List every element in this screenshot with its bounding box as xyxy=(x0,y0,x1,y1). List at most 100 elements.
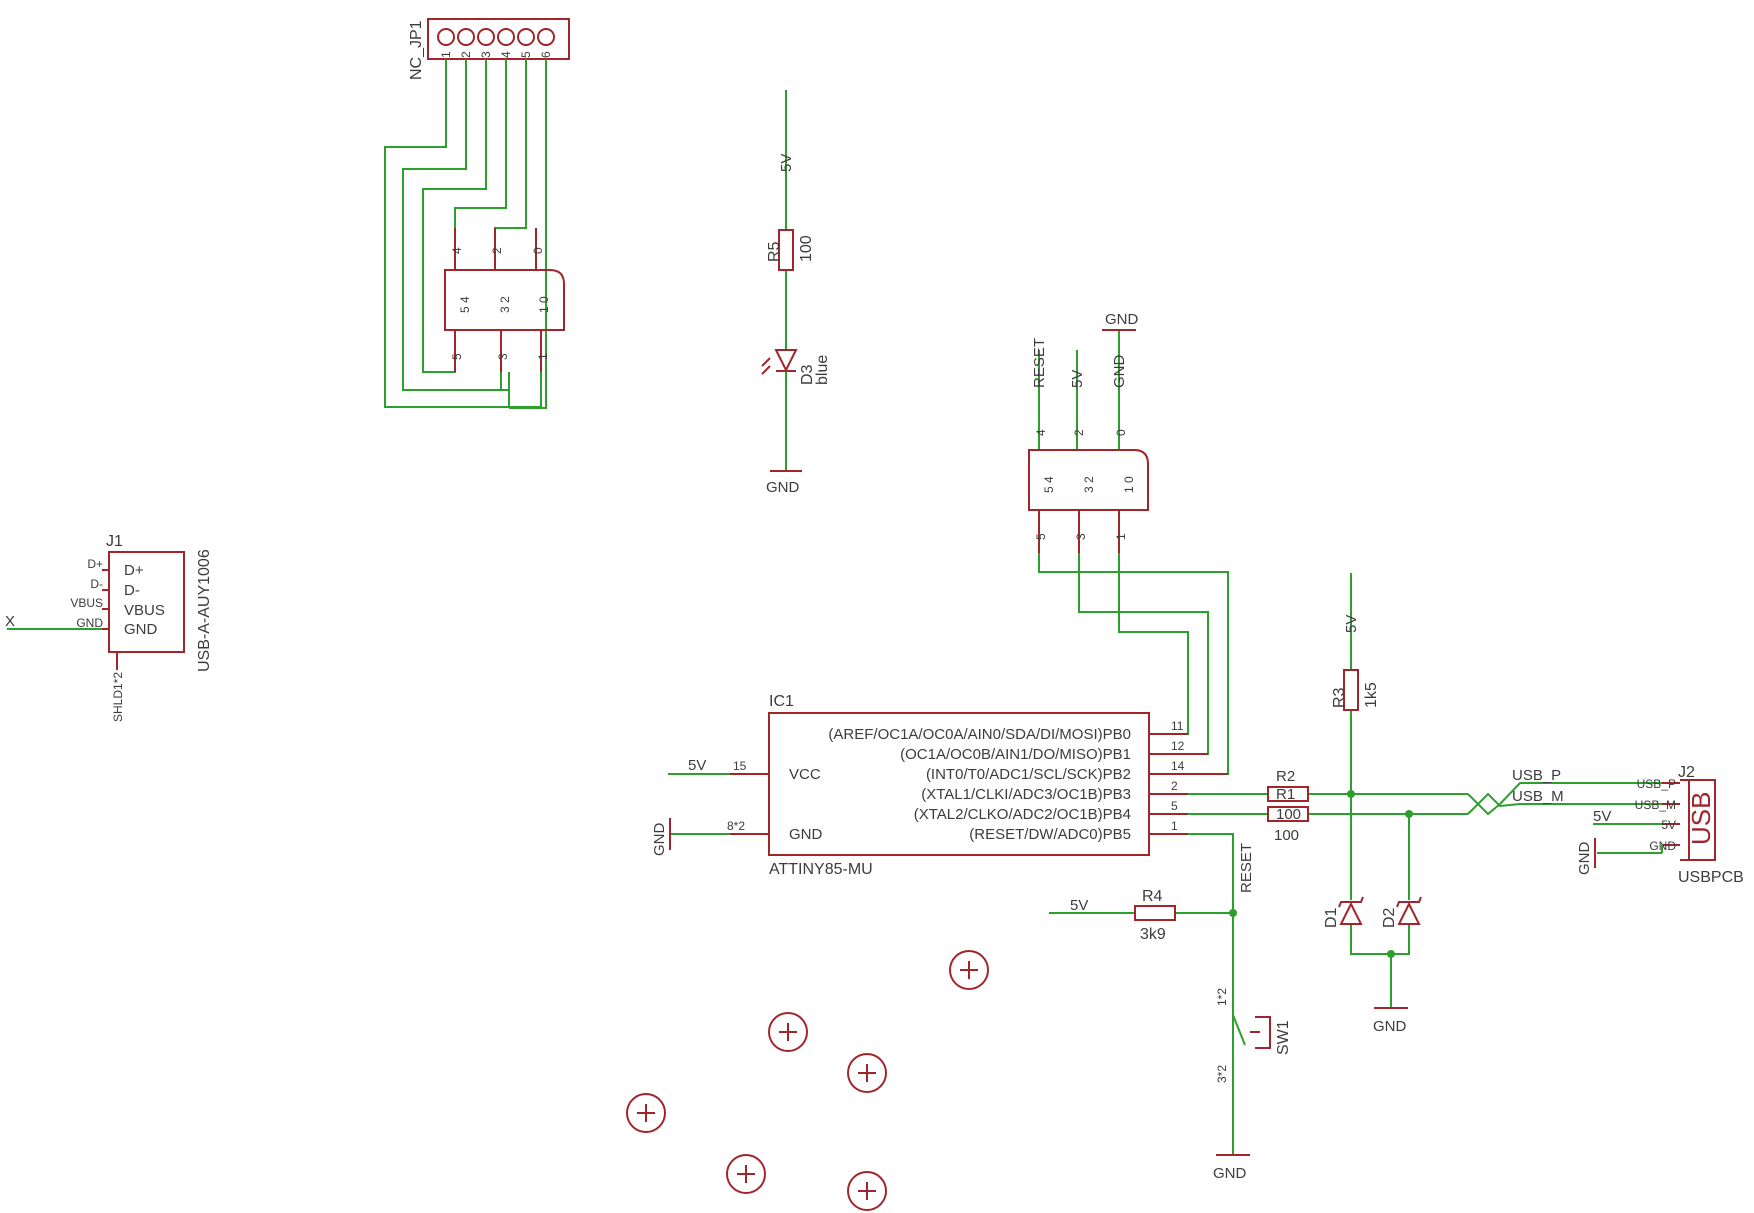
net-gnd-d3: GND xyxy=(766,479,800,496)
net-5v-r4: 5V xyxy=(1070,897,1088,914)
ic1-pb0: (AREF/OC1A/OC0A/AIN0/SDA/DI/MOSI)PB0 xyxy=(828,726,1131,743)
ic1-gnd: GND xyxy=(789,826,823,843)
mounting-hole[interactable] xyxy=(847,1171,887,1211)
ic1-pin-12: 12 xyxy=(1171,739,1185,753)
mounting-hole[interactable] xyxy=(768,1012,808,1052)
c2-bot-3: 3 xyxy=(1074,533,1088,540)
net-reset-pb5: RESET xyxy=(1238,843,1255,893)
connector-2[interactable]: 4 2 0 5 4 3 2 1 0 5 3 1 xyxy=(1028,429,1149,553)
j2-pin-5v: 5V xyxy=(1661,818,1676,832)
c2-face-54: 5 4 xyxy=(1042,476,1056,493)
resistor-r2[interactable]: R2 R1 xyxy=(1267,768,1309,803)
j2-part: USBPCB xyxy=(1678,869,1744,886)
ic1-name: IC1 xyxy=(769,693,794,710)
c1-face-32: 3 2 xyxy=(498,296,512,313)
r4-name: R4 xyxy=(1142,888,1163,905)
r3-value: 1k5 xyxy=(1363,682,1380,708)
j1-inner-dp: D+ xyxy=(124,562,144,579)
j1-pin-vbus: VBUS xyxy=(70,596,103,610)
j1-pin-gnd: GND xyxy=(76,616,103,630)
c2-face-32: 3 2 xyxy=(1082,476,1096,493)
net-gnd-ic: GND xyxy=(651,823,668,857)
r1-value: 100 xyxy=(1276,806,1301,823)
zener-d2[interactable]: D2 xyxy=(1381,896,1422,928)
ic1-pin-15: 15 xyxy=(733,759,747,773)
jp1-wires xyxy=(384,59,547,409)
d2-name: D2 xyxy=(1381,907,1398,928)
net-reset-header: RESET xyxy=(1031,338,1048,388)
c2-bot-1: 1 xyxy=(1114,533,1128,540)
d3-name: D3 xyxy=(799,364,816,385)
jp1-pin-2: 2 xyxy=(459,51,473,58)
usb-data-nets: USB_P USB_M xyxy=(1188,767,1662,818)
resistor-r5[interactable]: R5 100 xyxy=(766,229,815,271)
j2-power-nets: 5V GND xyxy=(1576,808,1663,876)
mounting-holes xyxy=(626,950,989,1211)
d1-name: D1 xyxy=(1323,907,1340,928)
ic1-pin-2: 2 xyxy=(1171,779,1178,793)
net-5v-j2: 5V xyxy=(1593,808,1611,825)
net-5v-header: 5V xyxy=(1069,370,1086,388)
resistor-r3[interactable]: R3 1k5 xyxy=(1331,669,1380,711)
led-d3[interactable]: D3 blue xyxy=(761,349,831,385)
usb-connector-j2[interactable]: USB J2 USBPCB USB_P USB_M 5V GND xyxy=(1635,764,1744,886)
r2-name: R2 xyxy=(1276,768,1295,785)
j2-pin-usbp: USB_P xyxy=(1637,777,1676,791)
net-gnd-header: GND xyxy=(1111,355,1128,389)
j1-shield: SHLD1*2 xyxy=(111,672,125,722)
ic1-part: ATTINY85-MU xyxy=(769,861,873,878)
ic1-pb5: (RESET/DW/ADC0)PB5 xyxy=(969,826,1131,843)
c1-bot-3: 3 xyxy=(496,353,510,360)
mounting-hole[interactable] xyxy=(847,1053,887,1093)
ic1-pb2: (INT0/T0/ADC1/SCL/SCK)PB2 xyxy=(926,766,1131,783)
ic1-pin-11: 11 xyxy=(1171,719,1184,733)
ic1-attiny85[interactable]: IC1 ATTINY85-MU (AREF/OC1A/OC0A/AIN0/SDA… xyxy=(727,693,1228,878)
j1-inner-vbus: VBUS xyxy=(124,602,165,619)
j2-usb-text: USB xyxy=(1686,792,1716,845)
r5-value: 100 xyxy=(798,235,815,262)
r3-branch: 5V xyxy=(1343,573,1360,794)
pushbutton-sw1[interactable]: SW1 1*2 3*2 xyxy=(1215,988,1292,1083)
jp1-header[interactable]: NC_JP1 1 2 3 4 5 6 xyxy=(408,18,570,80)
ic1-pin-5: 5 xyxy=(1171,799,1178,813)
c1-top-2: 2 xyxy=(490,247,504,254)
c2-top-0: 0 xyxy=(1114,429,1128,436)
c1-face-10: 1 0 xyxy=(537,296,551,313)
ic1-vcc: VCC xyxy=(789,766,821,783)
j1-x-net: X xyxy=(5,613,102,630)
net-5v-r3: 5V xyxy=(1343,615,1360,633)
net-gnd-sw: GND xyxy=(1213,1165,1247,1182)
ic1-pin-1: 1 xyxy=(1171,819,1178,833)
r1-name: R1 xyxy=(1276,786,1295,803)
connector-1[interactable]: 4 2 0 5 4 3 2 1 0 5 3 1 xyxy=(444,228,565,372)
c1-face-54: 5 4 xyxy=(458,296,472,313)
net-gnd-diodes: GND xyxy=(1373,1018,1407,1035)
ic1-pb4: (XTAL2/CLKO/ADC2/OC1B)PB4 xyxy=(914,806,1131,823)
j1-inner-gnd: GND xyxy=(124,621,158,638)
c1-top-4: 4 xyxy=(450,247,464,254)
sw1-pin3: 3*2 xyxy=(1215,1065,1229,1083)
net-x: X xyxy=(5,613,15,630)
r4-value: 3k9 xyxy=(1140,926,1166,943)
net-5v-r5: 5V xyxy=(778,154,795,172)
j2-name: J2 xyxy=(1678,764,1695,781)
net-gnd-j2: GND xyxy=(1576,842,1593,876)
zener-nets: GND xyxy=(1350,794,1410,1035)
reset-nets: RESET 5V GND xyxy=(1049,833,1255,1182)
sw1-name: SW1 xyxy=(1275,1020,1292,1055)
usb-connector-j1[interactable]: J1 USB-A-AUY1006 D+ D- VBUS GND D+ D- VB… xyxy=(70,533,213,722)
net-gnd-top: GND xyxy=(1105,311,1139,328)
mounting-hole[interactable] xyxy=(626,1093,666,1133)
zener-d1[interactable]: D1 xyxy=(1323,896,1364,928)
r3-name: R3 xyxy=(1331,687,1348,708)
resistor-r4[interactable]: R4 3k9 xyxy=(1134,888,1176,943)
jp1-pin-5: 5 xyxy=(519,51,533,58)
mounting-hole[interactable] xyxy=(949,950,989,990)
j1-inner-dm: D- xyxy=(124,582,140,599)
mounting-hole[interactable] xyxy=(726,1154,766,1194)
c2-bot-5: 5 xyxy=(1034,533,1048,540)
j1-name: J1 xyxy=(106,533,123,550)
r5-d3-branch: 5V GND xyxy=(766,90,802,496)
jp1-pin-4: 4 xyxy=(499,51,513,58)
resistor-r1[interactable]: 100 100 xyxy=(1267,806,1309,844)
